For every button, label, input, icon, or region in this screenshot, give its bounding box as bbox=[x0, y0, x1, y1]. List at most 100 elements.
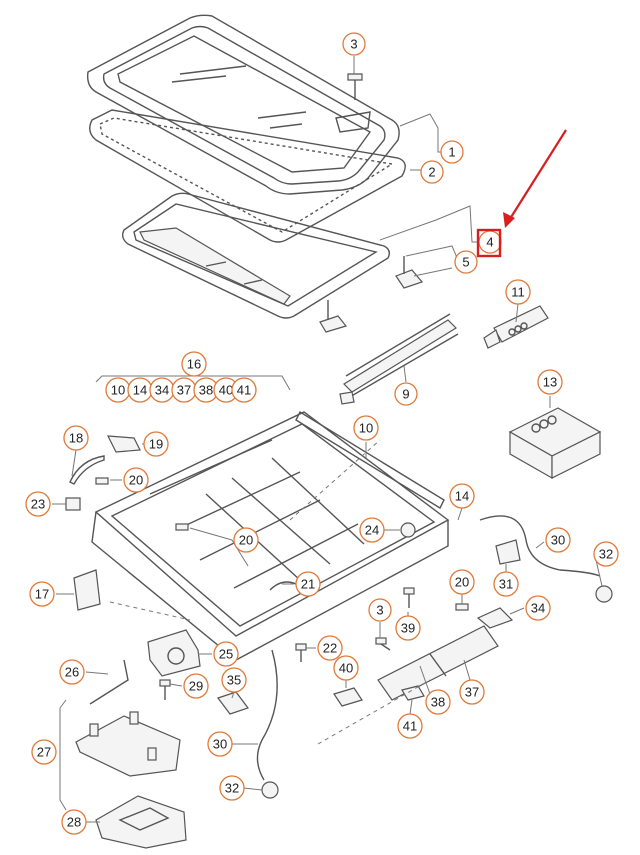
svg-text:27: 27 bbox=[37, 745, 51, 760]
callout-22: 22 bbox=[317, 635, 343, 661]
highlight-box bbox=[476, 228, 502, 258]
clip-21 bbox=[269, 581, 297, 591]
svg-text:1: 1 bbox=[448, 145, 455, 160]
svg-text:23: 23 bbox=[31, 497, 45, 512]
svg-text:39: 39 bbox=[401, 621, 415, 636]
svg-text:19: 19 bbox=[149, 437, 163, 452]
svg-text:26: 26 bbox=[65, 665, 79, 680]
svg-text:5: 5 bbox=[462, 255, 469, 270]
svg-text:35: 35 bbox=[227, 673, 241, 688]
clip-5-a bbox=[395, 256, 424, 289]
callout-41: 41 bbox=[397, 713, 423, 739]
callout-31: 31 bbox=[493, 571, 519, 597]
clip-5-b bbox=[319, 300, 348, 333]
drain-hose-left bbox=[256, 649, 278, 781]
clip-35 bbox=[217, 691, 249, 715]
clip-40 bbox=[333, 687, 363, 707]
svg-text:34: 34 bbox=[155, 383, 169, 398]
svg-text:30: 30 bbox=[213, 737, 227, 752]
callout-29: 29 bbox=[183, 673, 209, 699]
sunshade-frame bbox=[121, 192, 391, 319]
callout-17: 17 bbox=[29, 581, 55, 607]
red-arrow bbox=[507, 129, 567, 223]
clip-19 bbox=[106, 435, 141, 453]
callout-35: 35 bbox=[221, 667, 247, 693]
callout-18: 18 bbox=[63, 425, 89, 451]
callout-20-top: 20 bbox=[123, 467, 149, 493]
callout-1: 1 bbox=[440, 140, 464, 164]
callout-21: 21 bbox=[295, 571, 321, 597]
callout-27: 27 bbox=[31, 739, 57, 765]
svg-text:31: 31 bbox=[499, 577, 513, 592]
svg-text:25: 25 bbox=[219, 647, 233, 662]
screw-3-bottom bbox=[375, 637, 391, 651]
clip-41 bbox=[401, 685, 425, 701]
svg-text:37: 37 bbox=[177, 383, 191, 398]
svg-text:10: 10 bbox=[359, 421, 373, 436]
hose-end-32a bbox=[595, 585, 613, 603]
callout-10-right: 10 bbox=[353, 415, 379, 441]
callout-37: 37 bbox=[459, 679, 485, 705]
callout-26: 26 bbox=[59, 659, 85, 685]
side-trim bbox=[295, 411, 445, 509]
callout-11: 11 bbox=[505, 279, 531, 305]
svg-text:34: 34 bbox=[531, 601, 545, 616]
callout-3-bottom: 3 bbox=[368, 598, 392, 622]
svg-text:2: 2 bbox=[428, 165, 435, 180]
motor-bracket bbox=[75, 711, 181, 777]
highlight-annotation bbox=[476, 129, 567, 258]
svg-text:21: 21 bbox=[301, 577, 315, 592]
callout-30-left: 30 bbox=[207, 731, 233, 757]
callout-38: 38 bbox=[425, 689, 451, 715]
callout-25: 25 bbox=[213, 641, 239, 667]
svg-text:10: 10 bbox=[111, 383, 125, 398]
box bbox=[508, 407, 602, 480]
svg-text:40: 40 bbox=[339, 661, 353, 676]
callout-30-right: 30 bbox=[545, 527, 571, 553]
svg-text:4: 4 bbox=[486, 235, 493, 250]
motor-mount bbox=[95, 795, 187, 849]
callout-20-right: 20 bbox=[449, 569, 475, 595]
callout-group-16: 10 14 34 37 38 40 41 bbox=[105, 377, 257, 403]
trim-17 bbox=[73, 569, 101, 611]
svg-text:20: 20 bbox=[129, 473, 143, 488]
svg-text:41: 41 bbox=[237, 383, 251, 398]
callout-9: 9 bbox=[394, 382, 418, 406]
pad-20b bbox=[175, 523, 189, 531]
screw-29 bbox=[159, 679, 171, 700]
svg-text:14: 14 bbox=[455, 489, 469, 504]
svg-text:38: 38 bbox=[431, 695, 445, 710]
callout-14-right: 14 bbox=[449, 483, 475, 509]
callout-23: 23 bbox=[25, 491, 51, 517]
callout-2: 2 bbox=[420, 160, 444, 184]
callout-24: 24 bbox=[359, 517, 385, 543]
svg-text:17: 17 bbox=[35, 587, 49, 602]
svg-text:22: 22 bbox=[323, 641, 337, 656]
washer-24 bbox=[400, 522, 416, 538]
drain-hose-right bbox=[479, 515, 601, 577]
hose-end-32b bbox=[261, 781, 279, 799]
red-arrow-head bbox=[503, 212, 515, 228]
screw-39 bbox=[403, 587, 415, 608]
callout-5: 5 bbox=[454, 250, 478, 274]
clip-31 bbox=[495, 539, 521, 565]
connector-34 bbox=[476, 607, 514, 629]
pad-20c bbox=[455, 603, 469, 611]
pad-20a bbox=[95, 477, 109, 485]
callout-4: 4 bbox=[478, 230, 502, 254]
grease-tube bbox=[483, 305, 549, 349]
callout-16: 16 bbox=[181, 351, 207, 377]
callout-19: 19 bbox=[143, 431, 169, 457]
svg-text:16: 16 bbox=[187, 357, 201, 372]
guide-rail bbox=[339, 313, 459, 405]
svg-text:28: 28 bbox=[67, 815, 81, 830]
svg-text:24: 24 bbox=[365, 523, 379, 538]
svg-text:3: 3 bbox=[350, 37, 357, 52]
svg-text:32: 32 bbox=[599, 547, 613, 562]
motor bbox=[147, 629, 201, 677]
svg-text:13: 13 bbox=[543, 375, 557, 390]
callout-28: 28 bbox=[61, 809, 87, 835]
side-rail bbox=[377, 625, 499, 701]
callout-32-left: 32 bbox=[219, 775, 245, 801]
